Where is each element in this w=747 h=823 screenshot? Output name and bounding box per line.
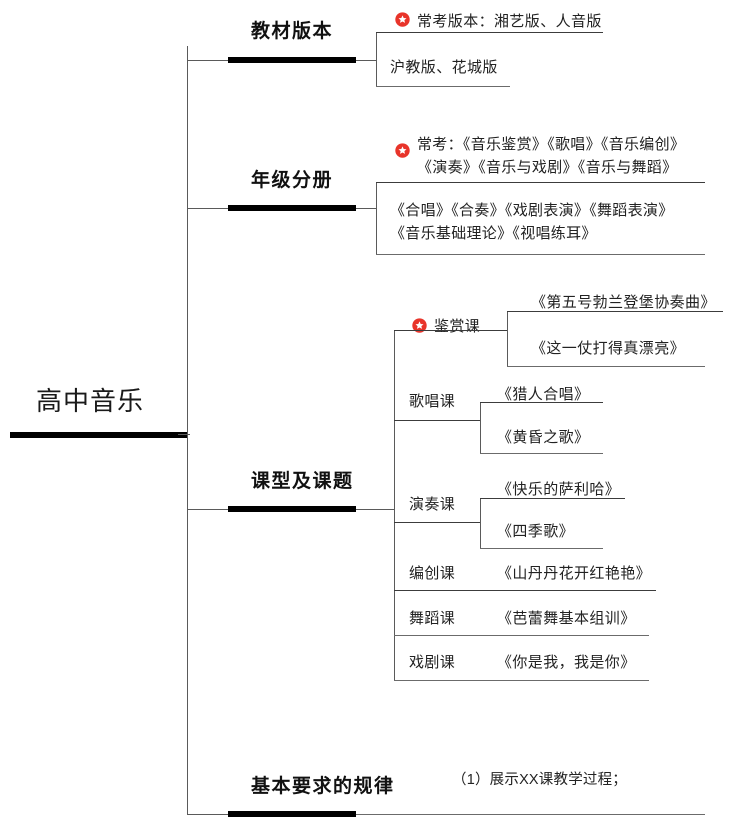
topic-label-brandenburg-concerto-no5[interactable]: 《第五号勃兰登堡协奏曲》	[531, 294, 716, 311]
topic-underline-hunters-chorus	[480, 402, 603, 403]
node-label-drama-lesson[interactable]: 戏剧课	[409, 654, 456, 671]
node-label-common-volumes[interactable]: 常考：《音乐鉴赏》《歌唱》《音乐编创》 《演奏》《音乐与戏剧》《音乐与舞蹈》	[417, 136, 686, 177]
branch-3-to-children-connector	[356, 509, 394, 510]
topic-underline-this-stick-hit-beautifully	[507, 366, 705, 367]
requirements-underline	[356, 814, 705, 815]
branch-2-underline	[228, 205, 356, 211]
singing-topics-spine	[480, 402, 481, 453]
branch-label-textbook-version[interactable]: 教材版本	[251, 21, 334, 42]
star-icon	[395, 12, 410, 27]
branch-label-grade-volumes[interactable]: 年级分册	[251, 170, 334, 191]
branch-1-connector	[187, 60, 229, 61]
topic-underline-happy-sarijah	[480, 498, 625, 499]
root-node-label[interactable]: 高中音乐	[36, 386, 145, 416]
node-underline-common-volumes	[376, 182, 705, 183]
star-icon	[412, 318, 427, 333]
node-underline-composition-lesson	[394, 590, 656, 591]
node-label-appreciation-lesson[interactable]: 鉴赏课	[434, 318, 481, 335]
branch-2-to-children-connector	[356, 208, 376, 209]
node-underline-appreciation-lesson	[394, 330, 507, 331]
branch-3-underline	[228, 506, 356, 512]
node-underline-other-versions	[376, 86, 510, 87]
branch-1-to-children-connector	[356, 60, 376, 61]
topic-underline-four-seasons-song	[480, 548, 603, 549]
main-spine	[187, 46, 188, 815]
node-underline-common-versions	[376, 32, 603, 33]
topic-label-four-seasons-song[interactable]: 《四季歌》	[497, 523, 575, 540]
node-label-singing-lesson[interactable]: 歌唱课	[409, 393, 456, 410]
node-label-dance-lesson[interactable]: 舞蹈课	[409, 610, 456, 627]
node-label-common-versions[interactable]: 常考版本：湘艺版、人音版	[417, 13, 602, 30]
node-underline-performance-lesson	[394, 522, 480, 523]
topic-label-song-of-dusk[interactable]: 《黄昏之歌》	[497, 429, 590, 446]
branch-1-underline	[228, 57, 356, 63]
node-label-other-versions[interactable]: 沪教版、花城版	[390, 59, 498, 76]
branch-3-children-spine	[394, 330, 395, 680]
branch-label-lesson-types[interactable]: 课型及课题	[251, 471, 354, 492]
star-icon	[395, 143, 410, 158]
topic-underline-brandenburg-concerto-no5	[507, 311, 723, 312]
node-underline-drama-lesson	[394, 680, 649, 681]
topic-label-this-stick-hit-beautifully[interactable]: 《这一仗打得真漂亮》	[531, 340, 686, 357]
branch-2-children-spine	[376, 182, 377, 254]
performance-topics-spine	[480, 498, 481, 548]
branch-label-basic-requirements[interactable]: 基本要求的规律	[251, 776, 395, 797]
node-label-performance-lesson[interactable]: 演奏课	[409, 496, 456, 513]
list-item: （1）展示XX课教学过程；	[452, 771, 628, 788]
node-underline-dance-lesson	[394, 635, 649, 636]
branch-4-underline	[228, 811, 356, 817]
topic-label-happy-sarijah[interactable]: 《快乐的萨利哈》	[497, 481, 621, 498]
node-label-composition-lesson[interactable]: 编创课	[409, 565, 456, 582]
topic-label-shandandan-flowers[interactable]: 《山丹丹花开红艳艳》	[497, 565, 652, 582]
appreciation-topics-spine	[507, 311, 508, 366]
requirements-list[interactable]: （1）展示XX课教学过程； （2）根据谱例边弹伴奏边哼唱； （3）根据谱例边哼唱…	[452, 722, 666, 823]
topic-underline-song-of-dusk	[480, 453, 603, 454]
branch-2-connector	[187, 208, 229, 209]
topic-label-ballet-basic-training[interactable]: 《芭蕾舞基本组训》	[497, 610, 636, 627]
root-to-spine-connector	[178, 434, 190, 435]
node-underline-other-volumes	[376, 254, 705, 255]
topic-label-hunters-chorus[interactable]: 《猎人合唱》	[497, 386, 590, 403]
branch-1-children-spine	[376, 32, 377, 86]
branch-4-connector	[187, 814, 229, 815]
root-node-underline	[10, 432, 188, 438]
branch-3-connector	[187, 509, 229, 510]
node-label-other-volumes[interactable]: 《合唱》《合奏》《戏剧表演》《舞蹈表演》 《音乐基础理论》《视唱练耳》	[390, 202, 674, 243]
topic-label-you-are-me-i-am-you[interactable]: 《你是我，我是你》	[497, 654, 636, 671]
node-underline-singing-lesson	[394, 420, 480, 421]
